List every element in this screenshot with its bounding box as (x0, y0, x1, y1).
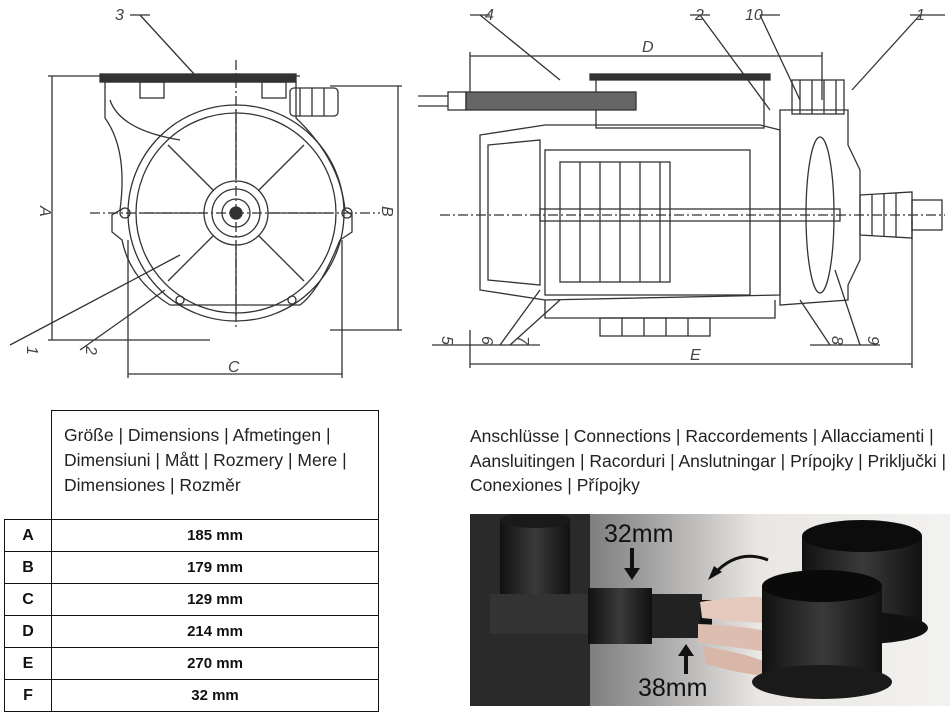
connections-photo: 32mm 38mm (470, 514, 950, 706)
callout-d: D (642, 39, 654, 56)
front-view (9, 14, 402, 378)
callout-1-front: 1 (23, 346, 40, 355)
row-value: 185 mm (51, 519, 379, 552)
table-row: D 214 mm (4, 615, 379, 648)
callout-2-side: 2 (694, 7, 704, 24)
row-letter: A (4, 519, 52, 552)
table-row: E 270 mm (4, 647, 379, 680)
callout-9: 9 (864, 336, 881, 345)
row-value: 179 mm (51, 551, 379, 584)
callout-10: 10 (745, 7, 763, 24)
table-row: F 32 mm (4, 679, 379, 712)
connection-size-38: 38mm (638, 674, 707, 702)
callout-5: 5 (438, 336, 455, 345)
table-row: A 185 mm (4, 519, 379, 552)
connections-title: Anschlüsse | Connections | Raccordements… (470, 426, 946, 495)
dimensions-table: Größe | Dimensions | Afmetingen | Dimens… (4, 410, 379, 712)
callout-2-front: 2 (82, 345, 99, 355)
row-letter: D (4, 615, 52, 648)
table-header-row: Größe | Dimensions | Afmetingen | Dimens… (4, 410, 379, 520)
row-letter: F (4, 679, 52, 712)
table-row: C 129 mm (4, 583, 379, 616)
callout-7: 7 (514, 336, 531, 346)
callout-c: C (228, 359, 240, 376)
technical-drawing: 3 A B 1 2 C 4 D 2 10 1 5 6 7 8 9 E (9, 7, 945, 378)
row-value: 129 mm (51, 583, 379, 616)
row-value: 32 mm (51, 679, 379, 712)
table-header: Größe | Dimensions | Afmetingen | Dimens… (51, 410, 379, 520)
callout-a: A (36, 205, 53, 217)
callout-b: B (378, 206, 395, 217)
row-letter: C (4, 583, 52, 616)
callout-4: 4 (485, 7, 494, 24)
callout-3: 3 (115, 7, 124, 24)
row-letter: E (4, 647, 52, 680)
callout-6: 6 (478, 336, 495, 345)
row-value: 214 mm (51, 615, 379, 648)
callout-8: 8 (828, 336, 845, 345)
row-value: 270 mm (51, 647, 379, 680)
callout-e: E (690, 347, 701, 364)
side-view (418, 14, 945, 368)
connection-size-32: 32mm (604, 520, 673, 548)
table-row: B 179 mm (4, 551, 379, 584)
callout-1-side: 1 (916, 7, 925, 24)
row-letter: B (4, 551, 52, 584)
